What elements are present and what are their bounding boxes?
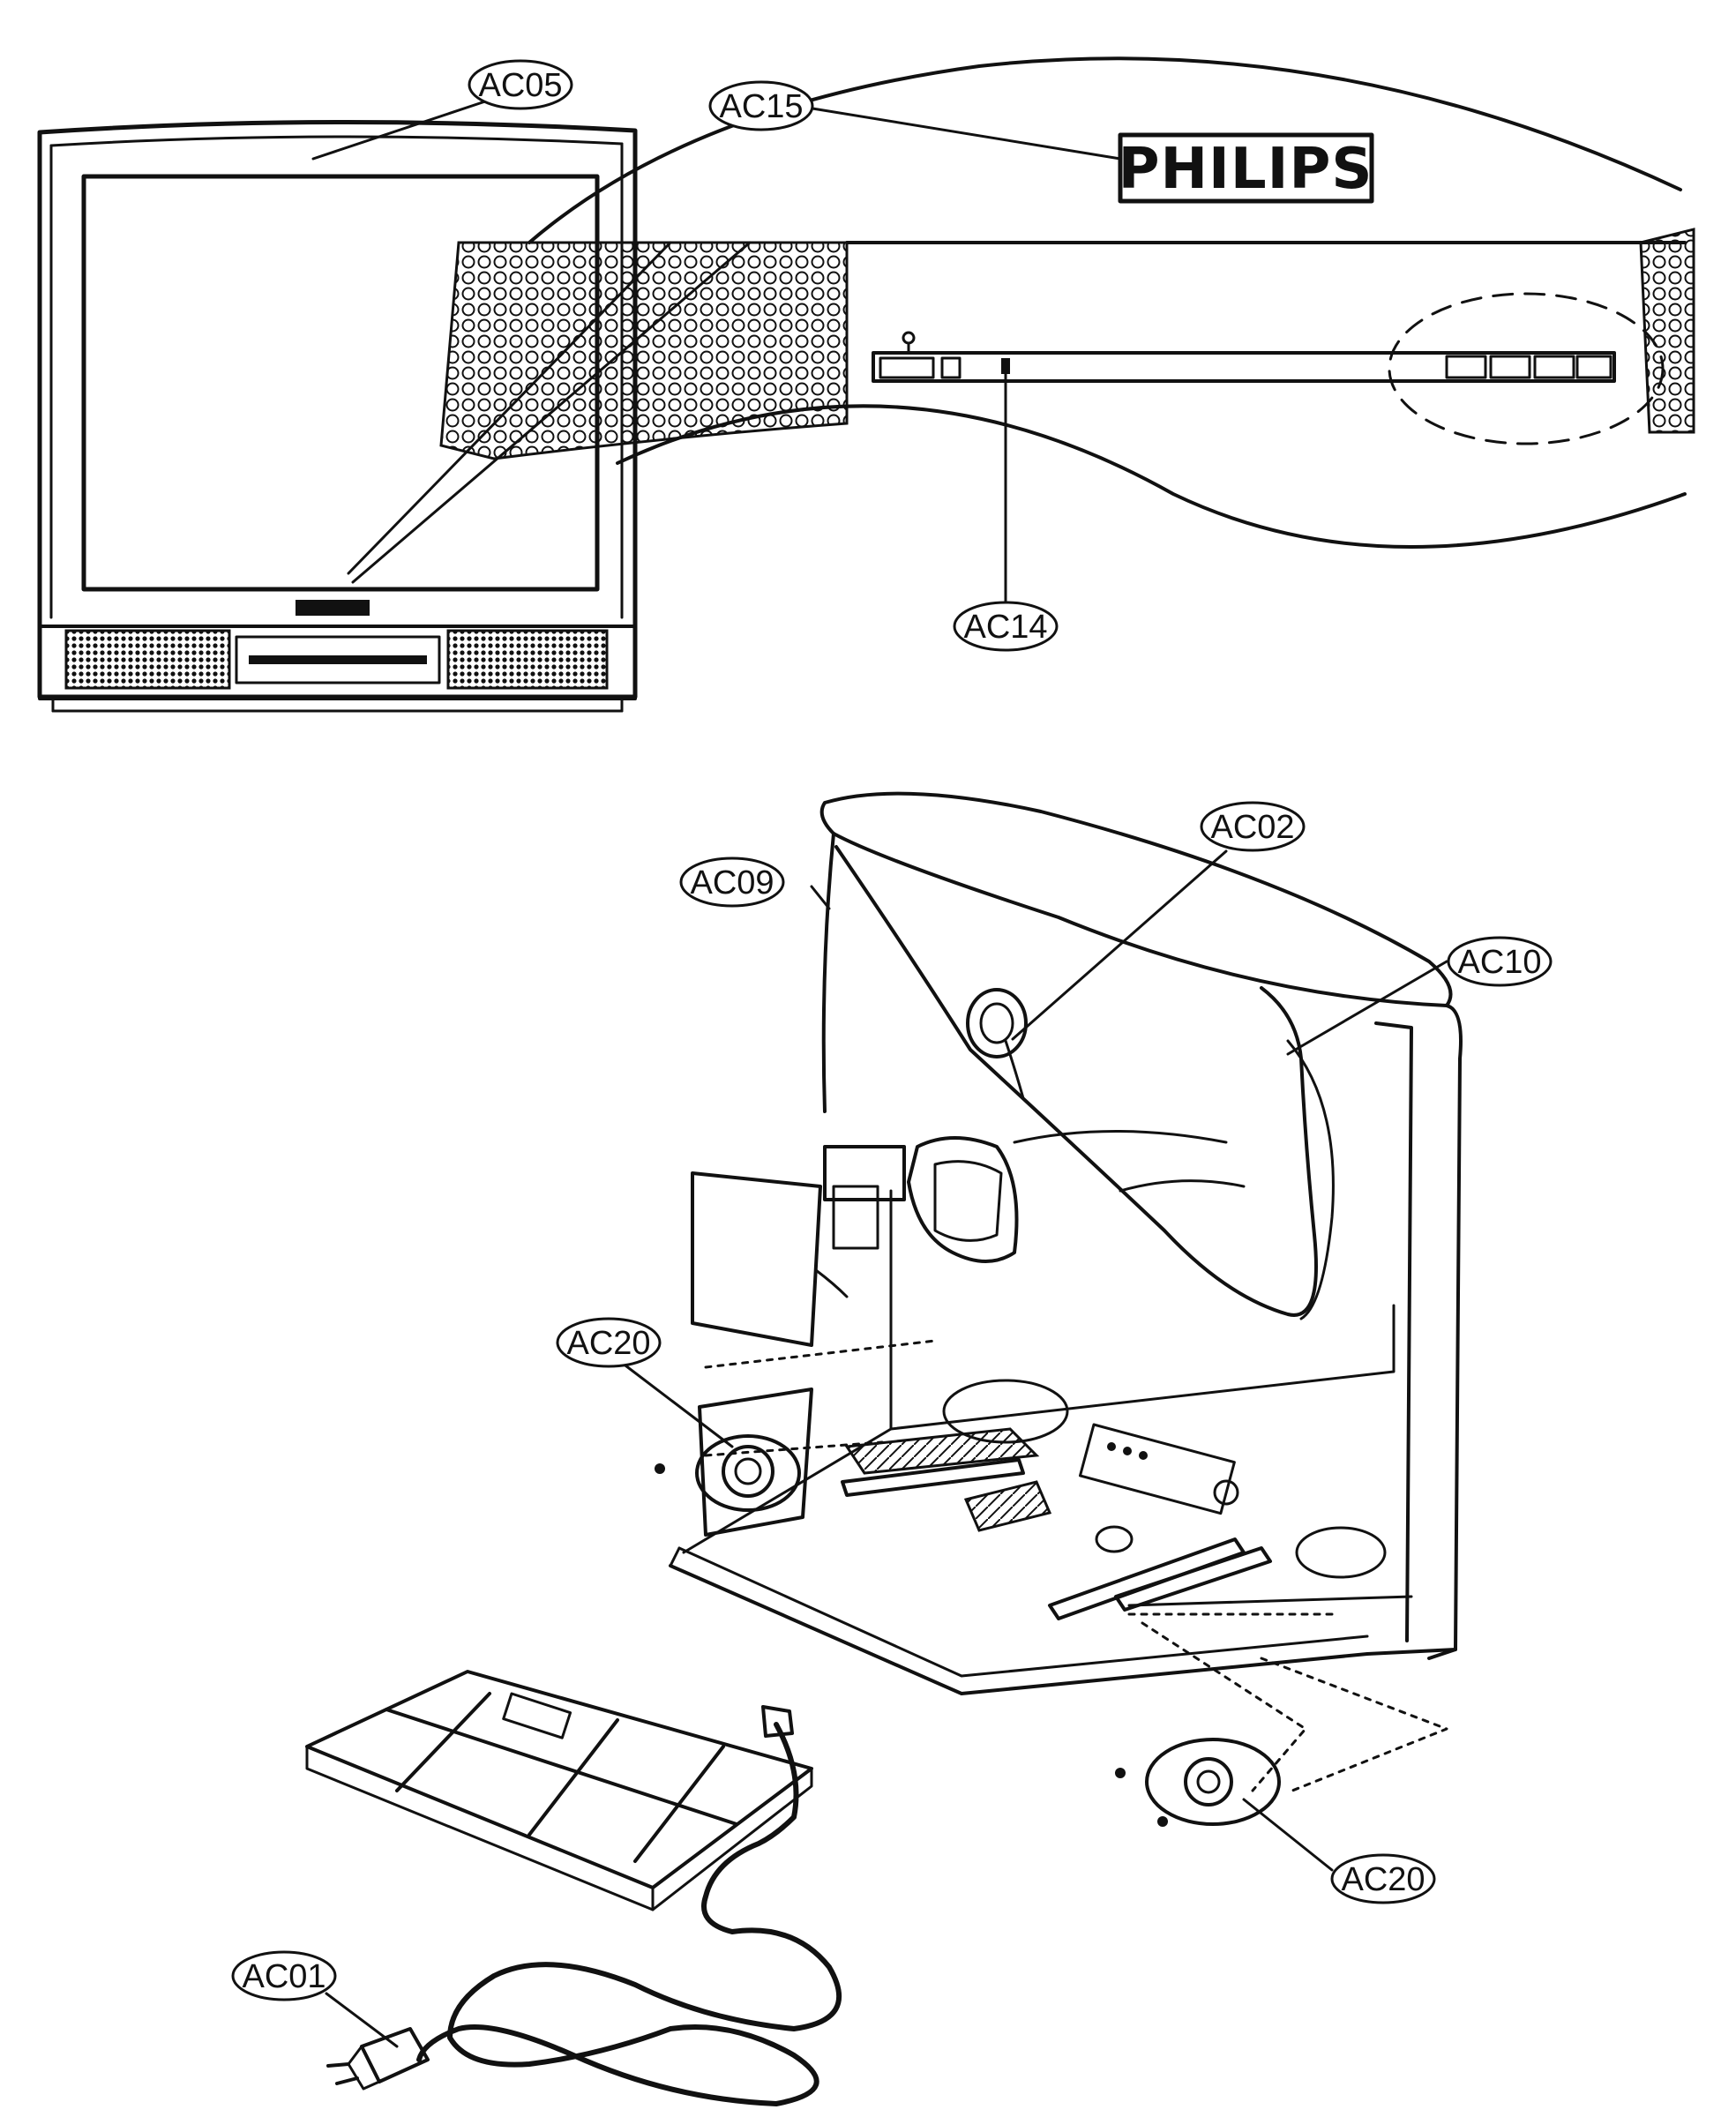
- callout-ac05: AC05: [468, 59, 573, 110]
- front-control-strip: [235, 635, 441, 684]
- callout-ac01: AC01: [231, 1950, 337, 2001]
- callout-label: AC10: [1457, 944, 1541, 981]
- magnified-control-panel: PHILIPS: [347, 56, 1695, 584]
- callout-ac02: AC02: [1200, 801, 1306, 852]
- callout-ac20-right: AC20: [1330, 1853, 1436, 1904]
- callout-label: AC02: [1210, 809, 1294, 846]
- callout-label: AC09: [690, 864, 774, 901]
- crt-socket-board: [691, 1171, 822, 1347]
- callout-ac20-left: AC20: [556, 1317, 662, 1368]
- crt-neck-yoke: [907, 1136, 1019, 1263]
- button-group-highlight: [1388, 292, 1665, 445]
- callout-label: AC14: [963, 609, 1047, 646]
- tv-rear-exploded-view: [305, 791, 1463, 2106]
- rear-cabinet-top: [819, 791, 1453, 1007]
- callout-ac09: AC09: [679, 857, 785, 908]
- power-plug: [360, 2027, 430, 2083]
- callout-label: AC20: [1341, 1861, 1425, 1898]
- crt-bell: [834, 845, 1318, 1317]
- power-cord: [326, 1705, 842, 2106]
- speaker-grille-right: [446, 629, 609, 690]
- bottom-frame: [305, 1670, 813, 1911]
- callout-label: AC20: [566, 1325, 650, 1362]
- speaker-grille-left: [64, 629, 231, 690]
- philips-logo-text: PHILIPS: [1119, 137, 1373, 202]
- callout-ac14: AC14: [953, 601, 1059, 652]
- callout-leaders: [311, 100, 1448, 2048]
- control-bar: [872, 351, 1616, 383]
- callout-ac10: AC10: [1447, 936, 1553, 987]
- front-logo-badge: [296, 600, 370, 616]
- callout-label: AC05: [478, 67, 562, 104]
- anode-cap: [966, 988, 1028, 1058]
- speaker-left: [655, 1388, 813, 1537]
- chassis-tray: [669, 1564, 1457, 1695]
- callout-label: AC01: [242, 1958, 326, 1995]
- philips-logo-plate: [1118, 132, 1374, 204]
- speaker-right: [1115, 1738, 1281, 1827]
- callout-label: AC15: [719, 88, 803, 125]
- callout-ac15: AC15: [708, 80, 814, 131]
